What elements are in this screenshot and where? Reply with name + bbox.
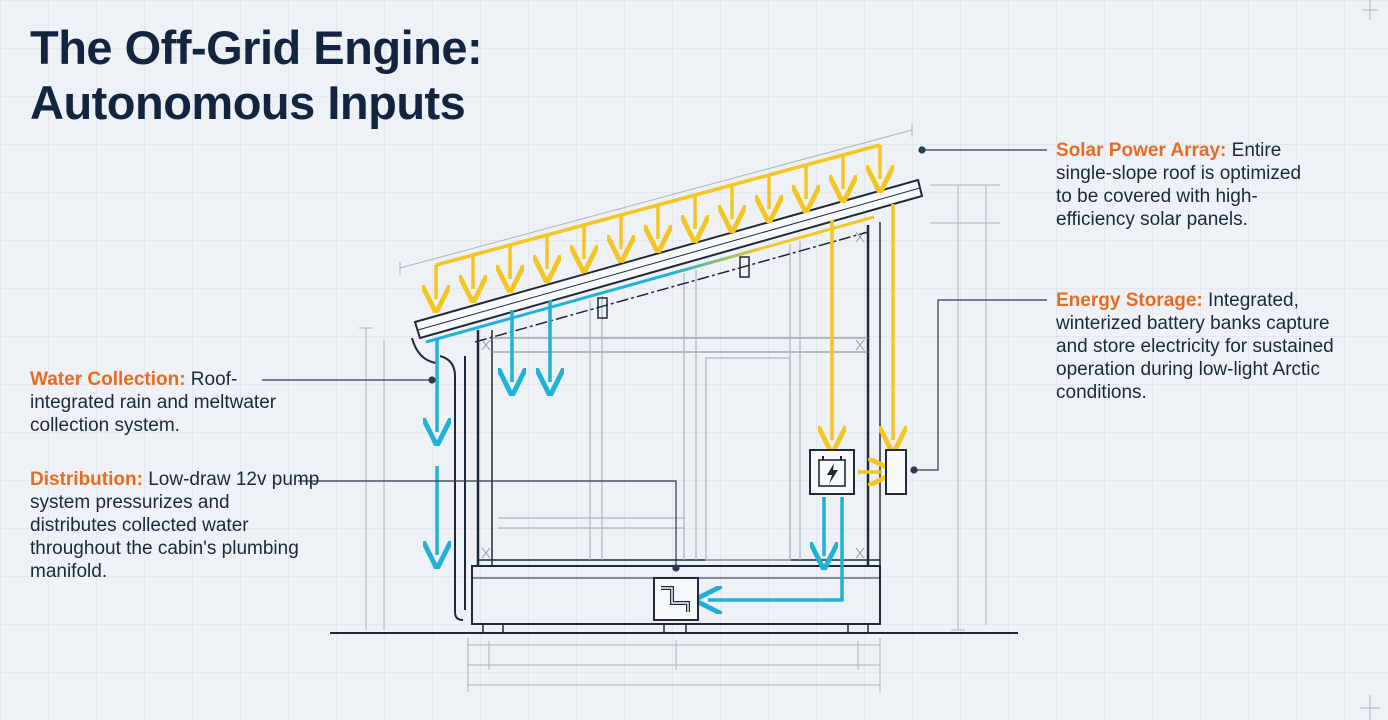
corner-marks <box>1360 0 1380 720</box>
gutter-downspout <box>411 337 466 621</box>
callout-storage-lead: Energy Storage: <box>1056 290 1203 311</box>
callout-water-collection: Water Collection: Roof-integrated rain a… <box>30 368 315 437</box>
callout-water-lead: Water Collection: <box>30 369 186 390</box>
ceiling-beam <box>474 231 869 343</box>
callout-solar-power: Solar Power Array: Entire single-slope r… <box>1056 139 1316 231</box>
callout-distribution-body: Low-draw 12v pump system pressurizes and… <box>30 469 320 582</box>
callout-distribution-lead: Distribution: <box>30 469 143 490</box>
callout-storage-body: Integrated, winterized battery banks cap… <box>1056 290 1334 403</box>
battery-icon <box>809 449 855 495</box>
callout-solar-lead: Solar Power Array: <box>1056 140 1227 161</box>
power-flow-lines <box>832 204 893 472</box>
callout-energy-storage: Energy Storage: Integrated, winterized b… <box>1056 289 1341 404</box>
dimension-lines <box>359 124 1000 692</box>
wall-framing <box>476 222 881 566</box>
pump-icon <box>653 577 699 621</box>
sunlight-arrows <box>436 143 880 299</box>
page-title: The Off-Grid Engine: Autonomous Inputs <box>30 20 483 130</box>
solar-roof <box>413 178 924 344</box>
callout-solar-body: Entire single-slope roof is optimized to… <box>1056 140 1302 230</box>
callout-leader-lines <box>262 146 1047 572</box>
callout-water-body: Roof-integrated rain and meltwater colle… <box>30 369 277 436</box>
external-storage-box <box>885 449 907 495</box>
title-line-2: Autonomous Inputs <box>30 76 466 129</box>
water-flow-lines <box>437 300 844 600</box>
title-line-1: The Off-Grid Engine: <box>30 21 483 74</box>
callout-distribution: Distribution: Low-draw 12v pump system p… <box>30 468 320 583</box>
